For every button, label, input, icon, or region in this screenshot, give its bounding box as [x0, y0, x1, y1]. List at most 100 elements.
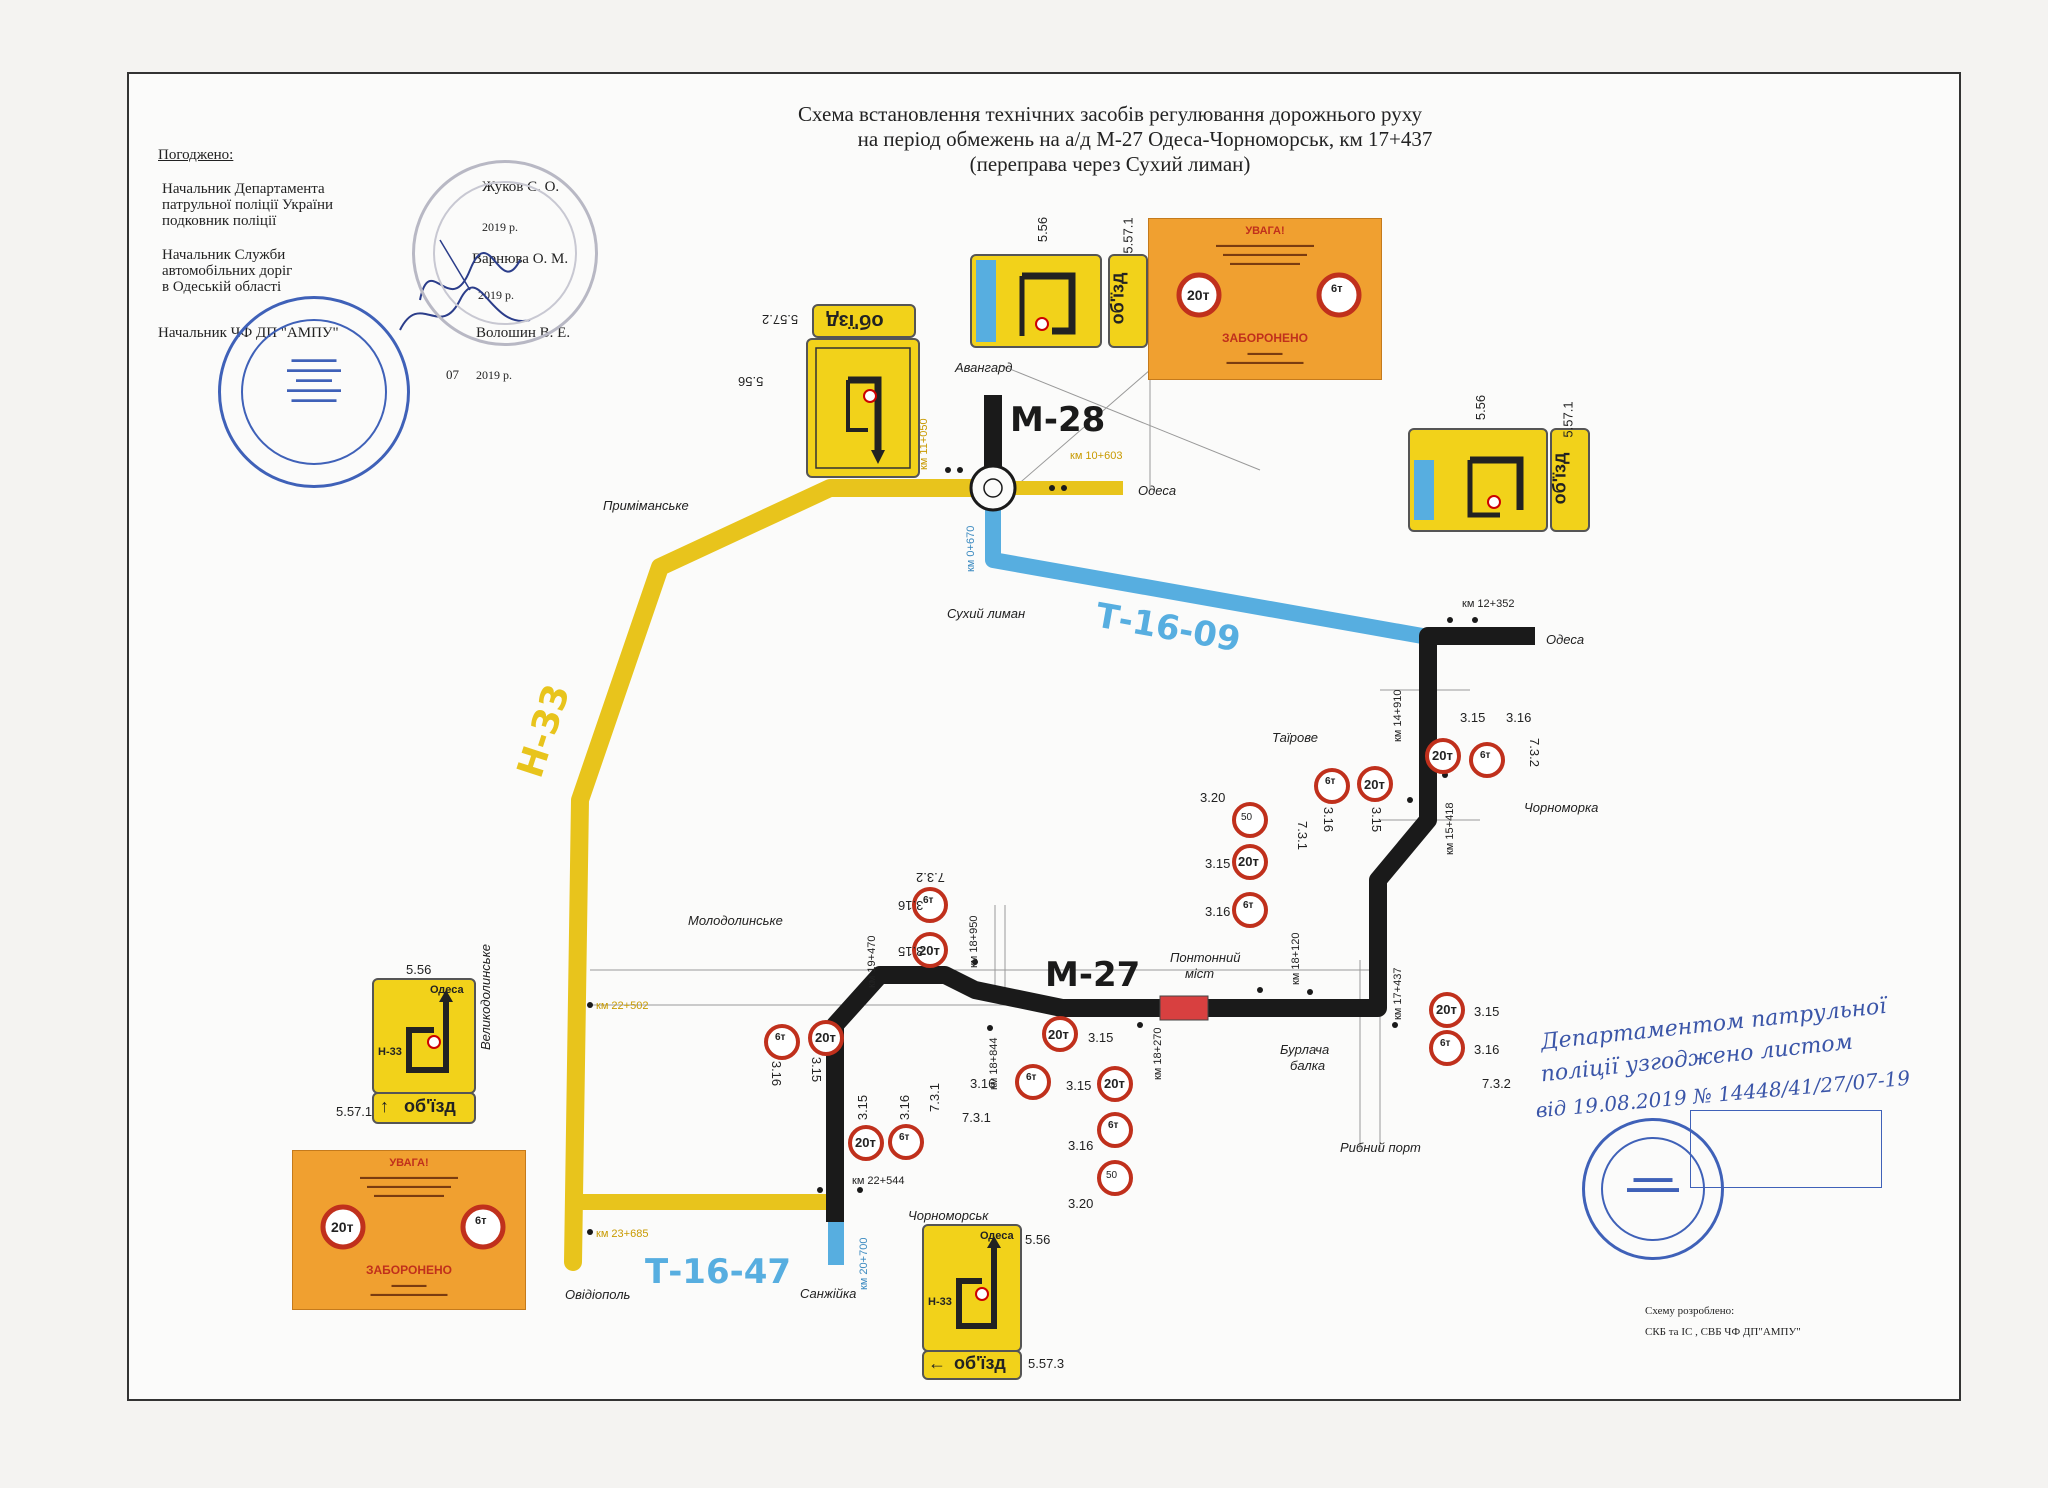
- code-3-15-f: 3.15: [1474, 1004, 1500, 1019]
- code-3-15-b: 3.15: [1369, 806, 1385, 833]
- code-7-3-2-a: 7.3.2: [1526, 738, 1542, 767]
- right-round-stamp: ▬▬▬▬▬▬▬: [1582, 1118, 1724, 1260]
- code-5-57-3-e: 5.57.3: [1028, 1356, 1065, 1371]
- sign-6t-j: 6т: [899, 1132, 910, 1143]
- sign-20t-i: 20т: [1104, 1076, 1125, 1091]
- warning-board-top: УВАГА! ▬▬▬▬▬▬▬▬▬▬▬▬▬▬▬▬▬▬▬▬▬▬▬▬▬▬▬▬▬▬▬▬▬…: [1148, 218, 1382, 380]
- obizd-sign-right: об'їзд: [1549, 428, 1590, 532]
- sign-20t-c: 20т: [1238, 854, 1259, 869]
- sign-20t-b: 20т: [1364, 777, 1385, 792]
- road-h33: [564, 479, 1009, 1271]
- road-label-t1647: Т-16-47: [645, 1252, 792, 1292]
- detour-scheme-icon: [815, 347, 911, 469]
- code-3-15-e: 3.15: [1088, 1030, 1114, 1045]
- axle-limit-6t: 6т: [1331, 283, 1343, 295]
- code-3-16-b: 3.16: [1321, 806, 1337, 833]
- arrow-up-icon: ↑: [380, 1096, 389, 1116]
- place-burlacha-2: балка: [1290, 1058, 1326, 1073]
- sign-odesa-text: Одеса: [980, 1230, 1014, 1242]
- place-sanzhiika: Санжійка: [800, 1286, 857, 1301]
- sign-20t-j: 20т: [855, 1135, 876, 1150]
- sign-odesa-text: Одеса: [430, 984, 464, 996]
- place-molodolynske: Молодолинське: [688, 913, 783, 928]
- place-odesa-right: Одеса: [1546, 632, 1585, 647]
- place-pontoon-2: міст: [1185, 966, 1215, 981]
- sign-6t-a: 6т: [1480, 750, 1491, 761]
- km-mark-13: км 22+502: [596, 1000, 649, 1012]
- weight-limit-20t: 20т: [1187, 287, 1210, 303]
- approval-p1-line2: патрульної поліції України: [162, 197, 334, 213]
- code-3-16-a: 3.16: [1506, 710, 1532, 725]
- axle-limit-6t: 6т: [475, 1215, 487, 1227]
- approval-p2-line3: в Одеській області: [162, 279, 282, 295]
- km-mark-14: км 22+544: [852, 1175, 905, 1187]
- road-label-m27: М-27: [1045, 955, 1141, 995]
- code-3-15-c: 3.15: [1205, 856, 1231, 871]
- place-rybnyi-port: Рибний порт: [1340, 1140, 1421, 1155]
- km-mark-4: км 12+352: [1462, 598, 1515, 610]
- grey-seal: [412, 160, 598, 346]
- place-pontoon: Понтонний: [1170, 950, 1241, 965]
- warning-zaboroneno: ЗАБОРОНЕНО: [1222, 331, 1308, 345]
- place-odesa-top: Одеса: [1138, 483, 1177, 498]
- code-7-3-1-c: 7.3.1: [926, 1083, 942, 1112]
- code-3-20-a: 3.20: [1200, 790, 1226, 805]
- sign-6t-h: 6т: [1026, 1072, 1037, 1083]
- code-3-16-h: 3.16: [970, 1076, 996, 1091]
- sign-20t-f: 20т: [1436, 1002, 1457, 1017]
- approval-p3-date: 07: [446, 367, 459, 382]
- detour-sign-right: [1408, 428, 1548, 532]
- obizd-sign-left: об'їзд ↑: [372, 1092, 476, 1124]
- sign-50-b: 50: [1106, 1170, 1118, 1181]
- pontoon-bridge: [1159, 995, 1209, 1021]
- road-label-m28: М-28: [1010, 400, 1106, 440]
- approval-p1-line3: подковник поліції: [162, 213, 277, 229]
- approval-p2-line2: автомобільних доріг: [162, 263, 293, 279]
- place-avangard: Авангард: [955, 360, 1013, 375]
- title-line-2: на період обмежень на а/д М-27 Одеса-Чор…: [857, 127, 1433, 151]
- code-3-15-d: 3.15: [898, 944, 924, 959]
- code-3-16-f: 3.16: [1474, 1042, 1500, 1057]
- obizd-text: об'їзд: [954, 1353, 1006, 1373]
- detour-sign-top-left: [806, 338, 920, 478]
- code-3-20-b: 3.20: [1068, 1196, 1094, 1211]
- sign-h33-text: Н-33: [378, 1046, 402, 1058]
- code-3-16-g: 3.16: [769, 1060, 785, 1087]
- code-5-57-1-d: 5.57.1: [336, 1104, 373, 1119]
- km-mark-2: км 10+603: [1070, 450, 1123, 462]
- sign-6t-c: 6т: [1243, 900, 1254, 911]
- warning-fine-print: ▬▬▬▬▬▬▬▬▬▬▬▬▬▬▬▬▬▬▬▬▬▬▬▬▬▬▬▬▬▬▬▬▬▬▬▬: [1215, 242, 1314, 267]
- place-pryimanske: Приміманське: [603, 498, 689, 513]
- sign-20t-d: 20т: [919, 943, 940, 958]
- sign-20t-e: 20т: [1048, 1027, 1069, 1042]
- detour-sign-left: Одеса Н-33: [372, 978, 476, 1094]
- code-3-15-i: 3.15: [855, 1094, 871, 1121]
- sign-6t-d: 6т: [923, 895, 934, 906]
- footer-developed: Схему розроблено:: [1645, 1305, 1735, 1317]
- code-7-3-2-c: 7.3.2: [1482, 1076, 1511, 1091]
- code-3-16-i: 3.16: [897, 1094, 913, 1121]
- obizd-text: об'їзд: [404, 1096, 456, 1116]
- title-line-1: Схема встановлення технічних засобів рег…: [798, 102, 1422, 126]
- code-5-56-e: 5.56: [1025, 1232, 1051, 1247]
- approval-p2-line1: Начальник Служби: [162, 247, 286, 263]
- place-chornomorsk: Чорноморськ: [908, 1208, 989, 1223]
- warning-zaboroneno: ЗАБОРОНЕНО: [366, 1263, 452, 1277]
- code-3-15-h: 3.15: [1066, 1078, 1092, 1093]
- sign-6t-b: 6т: [1325, 776, 1336, 787]
- code-3-16-d: 3.16: [898, 898, 924, 913]
- obizd-sign-top-left: об'їзд: [812, 304, 916, 338]
- weight-limit-20t: 20т: [331, 1219, 354, 1235]
- code-7-3-2-b: 7.3.2: [916, 870, 945, 885]
- title-line-3: (переправа через Сухий лиман): [969, 152, 1251, 176]
- place-sukhyi-lyman: Сухий лиман: [947, 606, 1026, 621]
- warning-title: УВАГА!: [1245, 225, 1285, 237]
- left-seal-lines: ▬▬▬▬▬▬▬▬▬▬▬▬▬▬▬▬▬▬▬▬▬▬▬▬▬▬: [287, 354, 341, 404]
- rectangular-stamp: [1690, 1110, 1882, 1188]
- footer-by: СКБ та ІС , СВБ ЧФ ДП"АМПУ": [1645, 1326, 1801, 1338]
- detour-sign-top-middle: [970, 254, 1102, 348]
- warning-board-bottom: УВАГА! ▬▬▬▬▬▬▬▬▬▬▬▬▬▬▬▬▬▬▬▬▬▬▬▬▬▬▬▬▬▬▬▬▬…: [292, 1150, 526, 1310]
